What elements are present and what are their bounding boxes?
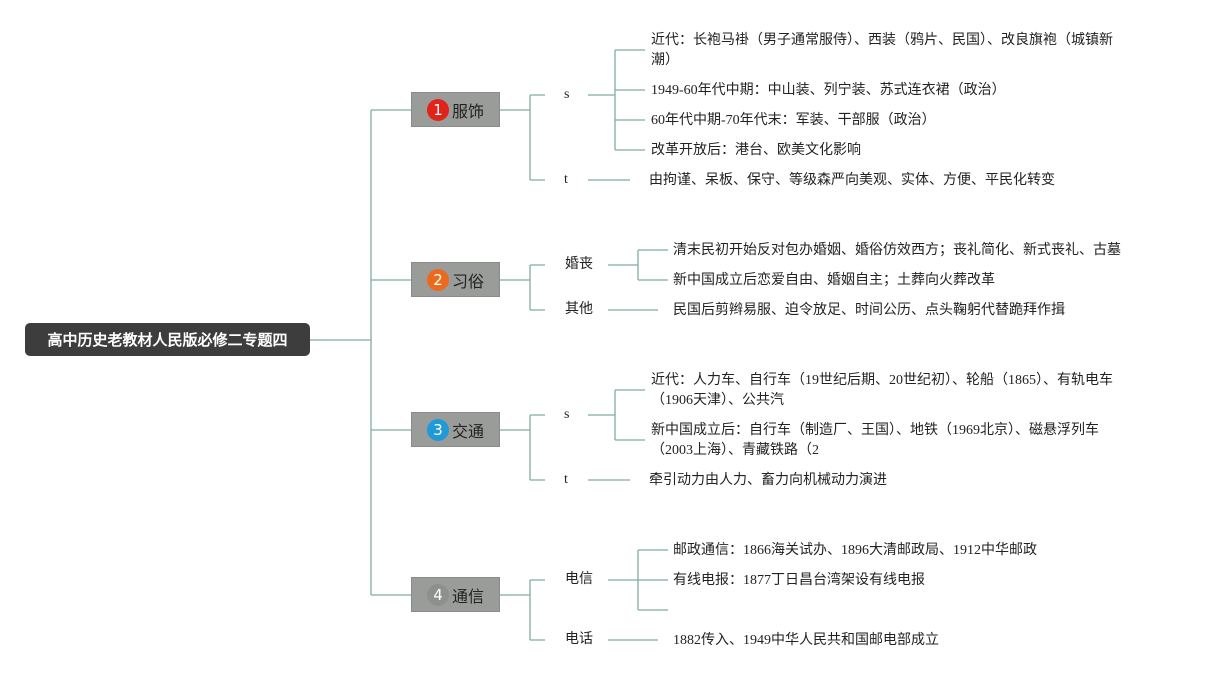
number-badge-3: 3 [426, 418, 449, 441]
branch-label: 通信 [451, 586, 484, 606]
subnode-telecom[interactable]: 电信 [565, 572, 593, 587]
subnode-marriage-funeral[interactable]: 婚丧 [565, 257, 593, 272]
subnode-t[interactable]: t [564, 472, 568, 487]
branch-clothing[interactable]: 1 服饰 [411, 92, 500, 127]
branch-label: 习俗 [451, 271, 484, 291]
branch-communication[interactable]: 4 通信 [411, 577, 500, 612]
branch-label: 交通 [451, 421, 484, 441]
number-badge-1: 1 [426, 98, 449, 121]
leaf-node[interactable]: 1949-60年代中期：中山装、列宁装、苏式连衣裙（政治） [651, 83, 1006, 98]
number-badge-2: 2 [426, 268, 449, 291]
subnode-t[interactable]: t [564, 172, 568, 187]
leaf-node[interactable]: 新中国成立后：自行车（制造厂、王国）、地铁（1969北京）、磁悬浮列车（2003… [651, 423, 1099, 458]
branch-label: 服饰 [451, 101, 484, 121]
leaf-node[interactable]: 新中国成立后恋爱自由、婚姻自主；土葬向火葬改革 [673, 273, 995, 288]
leaf-node[interactable]: 清末民初开始反对包办婚姻、婚俗仿效西方；丧礼简化、新式丧礼、古墓 [673, 243, 1121, 258]
number-badge-4: 4 [426, 583, 449, 606]
leaf-node[interactable]: 改革开放后：港台、欧美文化影响 [651, 143, 861, 158]
leaf-node[interactable]: 邮政通信：1866海关试办、1896大清邮政局、1912中华邮政 [673, 543, 1037, 558]
subnode-s[interactable]: s [564, 407, 570, 422]
leaf-node[interactable]: 60年代中期-70年代末：军装、干部服（政治） [651, 113, 936, 128]
leaf-node[interactable]: 1882传入、1949中华人民共和国邮电部成立 [673, 633, 939, 648]
subnode-telephone[interactable]: 电话 [565, 632, 593, 647]
leaf-node[interactable]: 由拘谨、呆板、保守、等级森严向美观、实体、方便、平民化转变 [649, 173, 1055, 188]
leaf-node[interactable]: 民国后剪辫易服、迫令放足、时间公历、点头鞠躬代替跪拜作揖 [673, 303, 1065, 318]
leaf-node[interactable]: 有线电报：1877丁日昌台湾架设有线电报 [673, 573, 925, 588]
root-node[interactable]: 高中历史老教材人民版必修二专题四 [25, 323, 310, 356]
subnode-s[interactable]: s [564, 87, 570, 102]
subnode-other[interactable]: 其他 [565, 302, 593, 317]
branch-customs[interactable]: 2 习俗 [411, 262, 500, 297]
root-title: 高中历史老教材人民版必修二专题四 [47, 331, 288, 349]
leaf-node[interactable]: 牵引动力由人力、畜力向机械动力演进 [649, 473, 887, 488]
leaf-node[interactable]: 近代：人力车、自行车（19世纪后期、20世纪初）、轮船（1865）、有轨电车（1… [651, 373, 1113, 408]
leaf-node[interactable]: 近代：长袍马褂（男子通常服侍）、西装（鸦片、民国）、改良旗袍（城镇新潮） [651, 33, 1113, 68]
branch-transport[interactable]: 3 交通 [411, 412, 500, 447]
